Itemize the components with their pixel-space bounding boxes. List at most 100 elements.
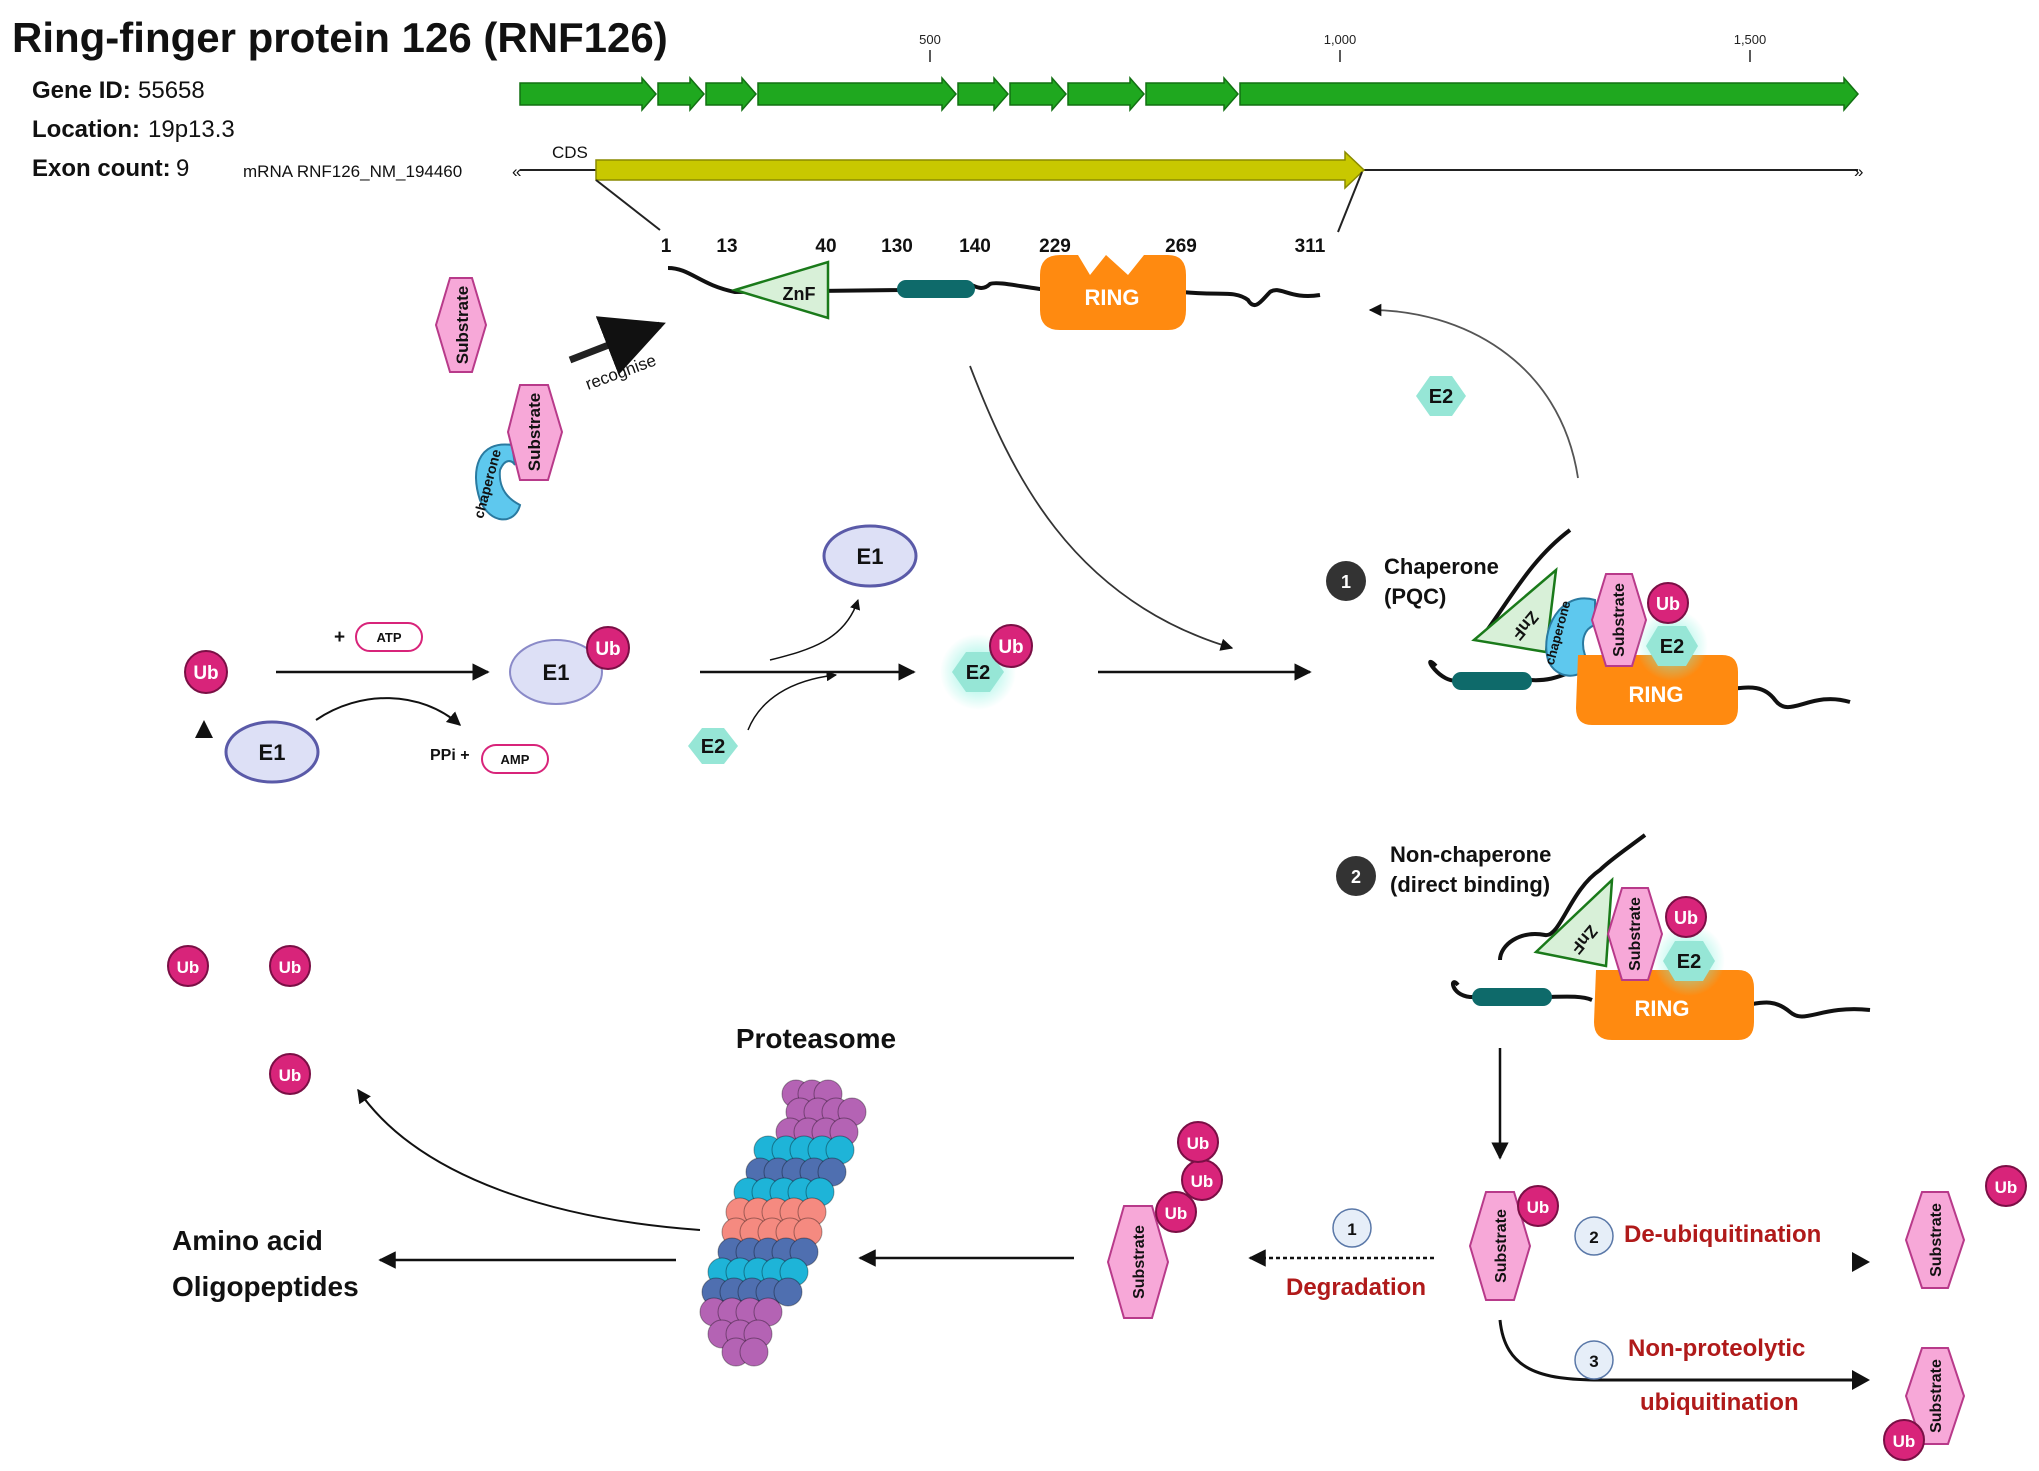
svg-text:Substrate: Substrate <box>1928 1203 1945 1277</box>
proteasome-subunit <box>773 1277 803 1307</box>
svg-text:E2: E2 <box>1660 636 1684 658</box>
plus-sign: + <box>334 627 345 648</box>
cds-label: CDS <box>552 143 588 162</box>
atp-pill: ATP <box>355 622 423 652</box>
svg-text:Ub: Ub <box>279 1066 302 1085</box>
e2-join-arrow <box>747 670 838 731</box>
proteasome: Proteasome <box>699 1023 896 1367</box>
cds-arrow <box>595 150 1366 190</box>
atp-hydrolysis-arrow <box>315 697 462 726</box>
free-substrate: Substrate <box>1904 1191 1966 1289</box>
polyubiquitinated-substrate: Substrate Ub Ub Ub <box>1106 1121 1223 1319</box>
cds-zoom-line-left <box>595 179 661 231</box>
genome-track: 500 1,000 1,500 mRNA RNF126_NM_194460 « … <box>243 32 1863 233</box>
position-label: 1 <box>661 236 672 257</box>
svg-text:1,500: 1,500 <box>1734 32 1767 47</box>
svg-text:E2: E2 <box>1677 951 1701 973</box>
ruler-tick: 1,500 <box>1734 32 1767 62</box>
exon-count-value: 9 <box>176 155 189 182</box>
exon-arrow <box>757 76 957 112</box>
chaperone-substrate-complex: chaperone Substrate <box>470 384 564 521</box>
position-label: 13 <box>716 236 737 257</box>
e2-hexagon: E2 <box>1416 376 1466 416</box>
svg-text:Ub: Ub <box>177 958 200 977</box>
svg-text:Ub: Ub <box>1187 1134 1210 1153</box>
ring-domain <box>1594 970 1754 1040</box>
ring-label: RING <box>1629 682 1684 707</box>
e1-release-arrow <box>769 599 861 661</box>
ub-circle: Ub <box>269 945 311 987</box>
non-proteolytic-label-2: ubiquitination <box>1640 1389 1799 1416</box>
svg-text:Substrate: Substrate <box>1131 1225 1148 1299</box>
cds-zoom-line-right <box>1337 171 1363 233</box>
svg-text:E1: E1 <box>857 544 884 569</box>
svg-text:3: 3 <box>1589 1352 1598 1371</box>
svg-text:1: 1 <box>1347 1220 1356 1239</box>
non-proteolytic-label: Non-proteolytic <box>1628 1335 1805 1362</box>
position-label: 40 <box>815 236 836 257</box>
recognise-arrow <box>568 316 666 375</box>
exon-arrow <box>519 76 657 112</box>
protein-to-complex-arrow <box>969 365 1234 651</box>
amp-pill: AMP <box>481 744 549 774</box>
e1-ub-complex: E1 Ub <box>509 626 630 705</box>
svg-text:Ub: Ub <box>1674 908 1698 928</box>
svg-text:500: 500 <box>919 32 941 47</box>
exon-arrows <box>519 76 1859 112</box>
svg-text:Substrate: Substrate <box>1611 583 1628 657</box>
ub-circle <box>1665 896 1707 938</box>
header: Ring-finger protein 126 (RNF126) Gene ID… <box>12 14 668 182</box>
znf-domain: ZnF <box>730 260 830 320</box>
e1-ellipse: E1 <box>822 524 918 588</box>
non-proteolytic-arrow <box>1498 1319 1866 1382</box>
pathway-chaperone: 1 Chaperone (PQC) ZnF chaperone RING Sub… <box>1326 528 1851 725</box>
outcomes: Substrate Ub 1 Degradation 2 De-ubiquiti… <box>1248 1165 2027 1461</box>
svg-text:Substrate: Substrate <box>525 393 544 471</box>
position-label: 140 <box>959 236 991 257</box>
recognise-label: recognise <box>583 351 659 394</box>
step-badge: 3 <box>1574 1340 1614 1380</box>
step-badge: 1 <box>1332 1208 1372 1248</box>
linker-domain <box>1452 672 1532 690</box>
ub-circle: Ub <box>167 945 209 987</box>
exon-arrow <box>705 76 757 112</box>
exon-arrow <box>1239 76 1859 112</box>
products-line2: Oligopeptides <box>172 1271 359 1302</box>
e2-hexagon <box>1663 941 1715 981</box>
gene-id-label: Gene ID: <box>32 77 131 104</box>
ub-circle <box>1647 582 1689 624</box>
page-title: Ring-finger protein 126 (RNF126) <box>12 14 668 61</box>
deubiquitination-label: De-ubiquitination <box>1624 1221 1821 1248</box>
proteasome-subunit <box>739 1337 769 1367</box>
e2-recycle-arrow <box>1368 303 1579 479</box>
svg-text:Substrate: Substrate <box>453 286 472 364</box>
ruler-tick: 1,000 <box>1324 32 1356 62</box>
svg-text:Substrate: Substrate <box>1928 1359 1945 1433</box>
svg-text:Ub: Ub <box>1893 1432 1916 1451</box>
ubiquitin-cascade: Ub + ATP E1 PPi + AMP E1 Ub E1 <box>184 365 1312 784</box>
svg-text:E2: E2 <box>1429 386 1453 408</box>
ub-circle: Ub <box>269 1053 311 1095</box>
svg-text:Ub: Ub <box>1165 1204 1188 1223</box>
svg-text:Substrate: Substrate <box>1627 897 1644 971</box>
ring-domain <box>1576 655 1738 725</box>
svg-text:Ub: Ub <box>1527 1198 1550 1217</box>
znf-domain <box>1471 566 1558 654</box>
position-label: 269 <box>1165 236 1197 257</box>
ring-label: RING <box>1085 285 1140 310</box>
exon-arrow <box>1145 76 1239 112</box>
degradation-label: Degradation <box>1286 1274 1426 1301</box>
svg-text:AMP: AMP <box>501 752 530 767</box>
domain-map: 1 13 40 130 140 229 269 311 ZnF RING <box>661 236 1326 330</box>
svg-text:Ub: Ub <box>279 958 302 977</box>
chaperone-shape <box>475 443 522 521</box>
svg-text:1: 1 <box>1341 572 1351 592</box>
pathway-title: Non-chaperone <box>1390 842 1551 867</box>
substrate-hexagon <box>506 384 564 481</box>
svg-text:Ub: Ub <box>998 637 1023 658</box>
mrna-right-marker: » <box>1854 162 1863 181</box>
exon-arrow <box>957 76 1009 112</box>
position-label: 130 <box>881 236 913 257</box>
e2-hexagon <box>1646 626 1698 666</box>
